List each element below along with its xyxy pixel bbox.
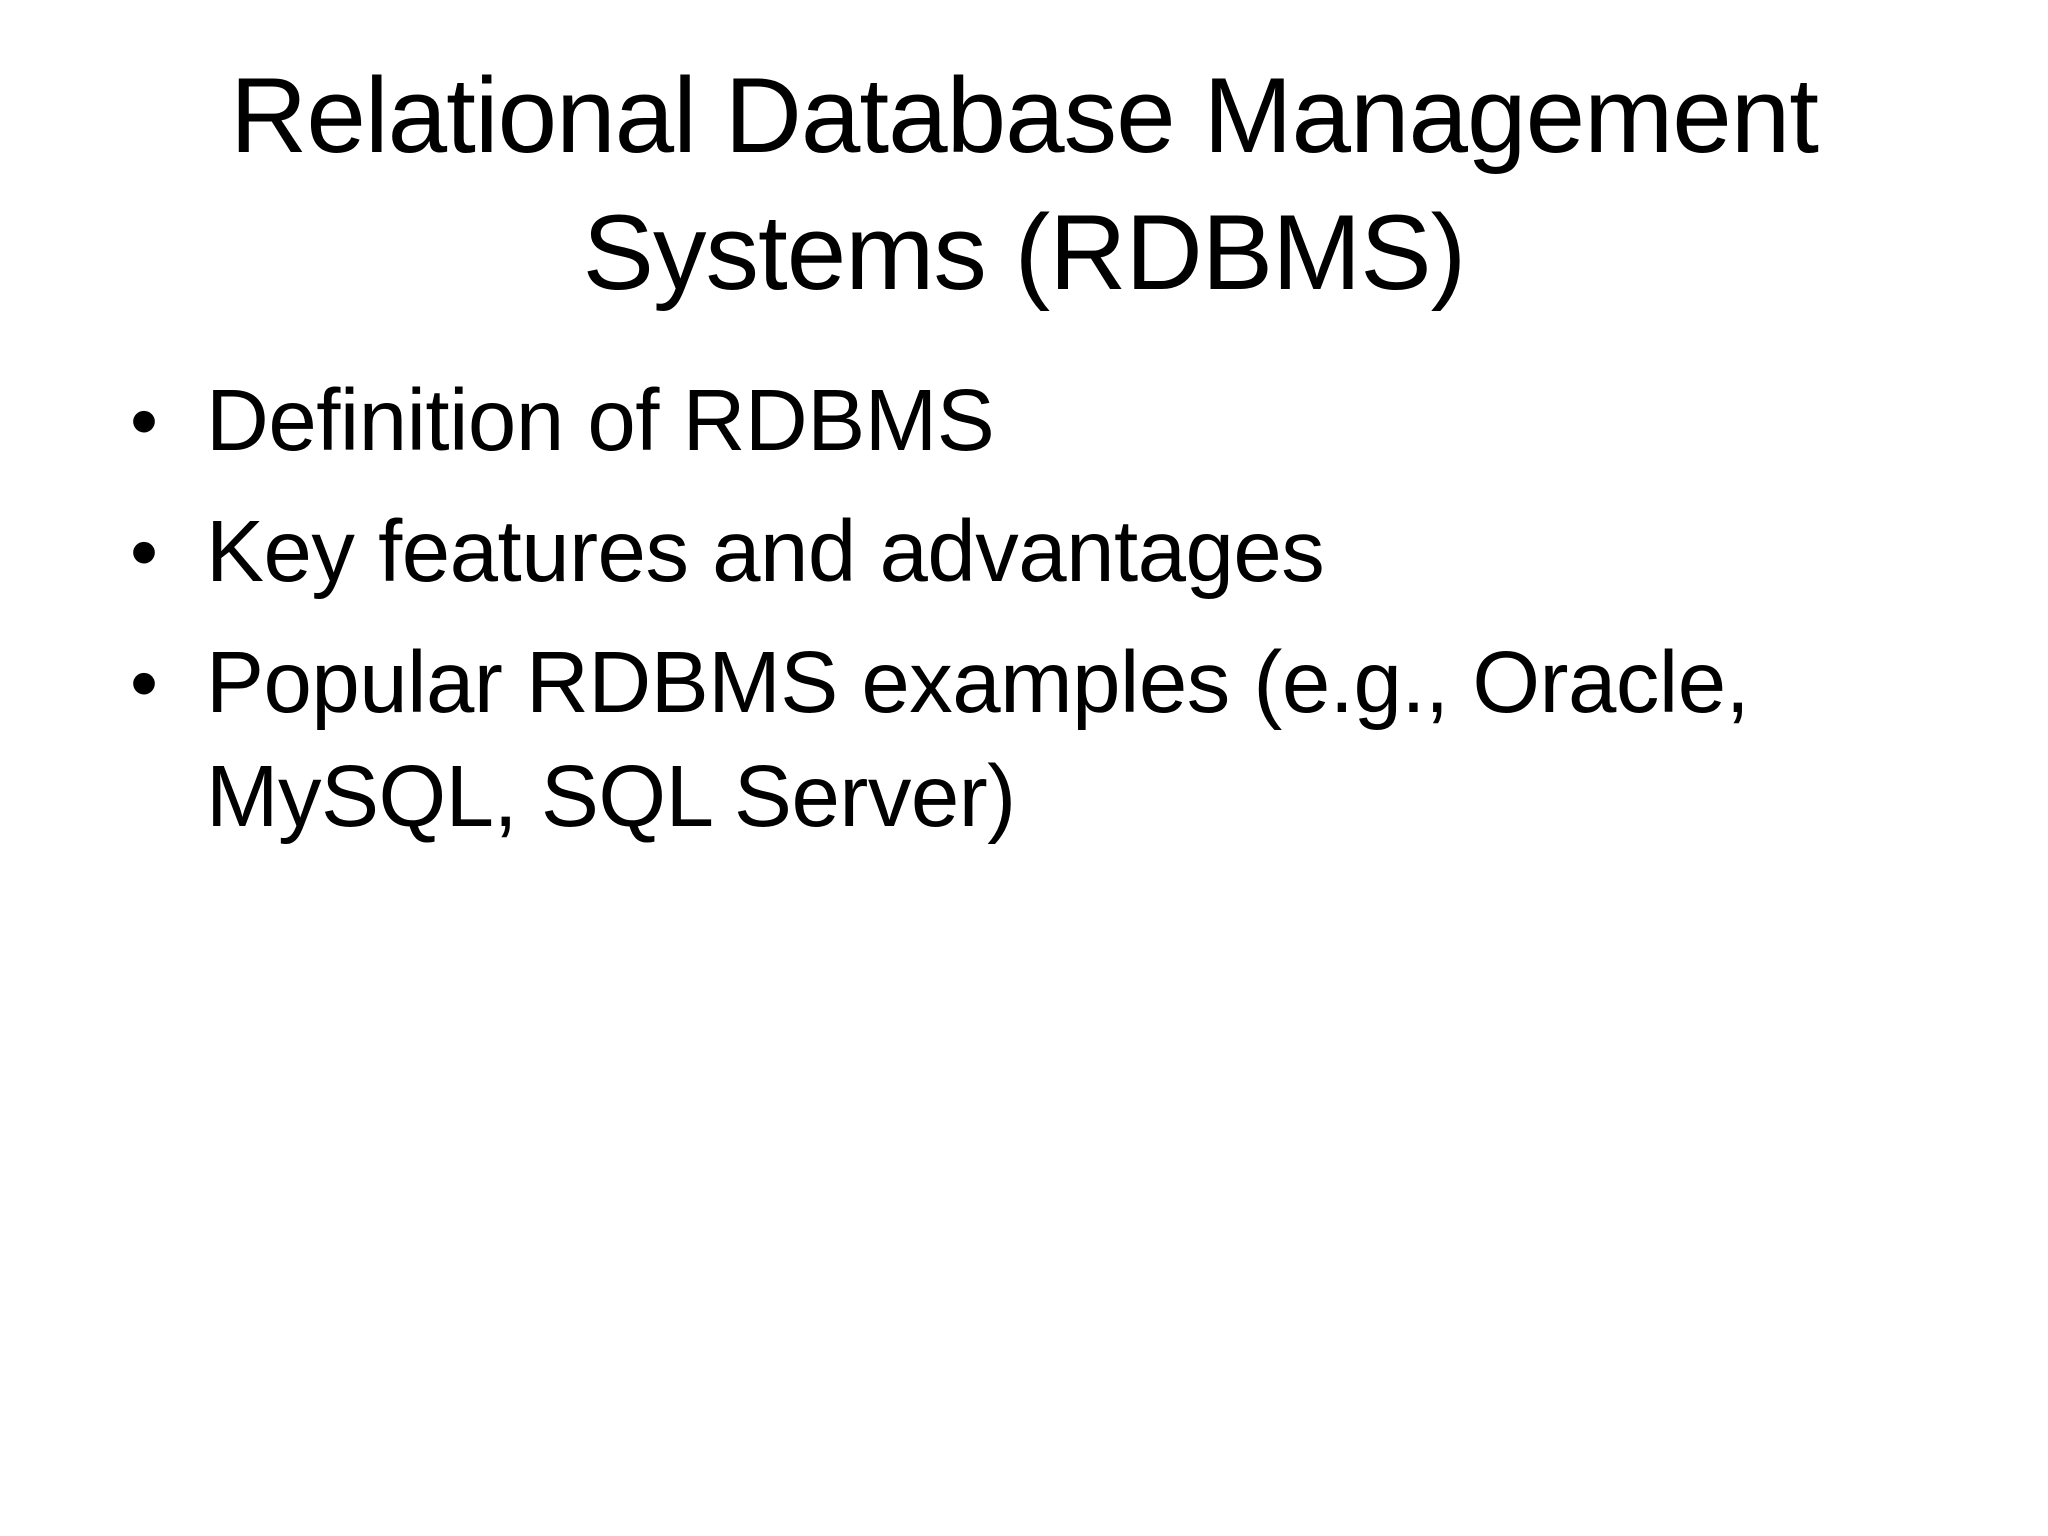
bullet-line: Popular RDBMS examples (e.g., Oracle, bbox=[206, 634, 1750, 731]
bullet-list: • Definition of RDBMS • Key features and… bbox=[130, 364, 1920, 871]
slide-title-line-1: Relational Database Management bbox=[230, 55, 1819, 175]
slide-title: Relational Database Management Systems (… bbox=[0, 47, 2048, 321]
bullet-line: MySQL, SQL Server) bbox=[206, 748, 1016, 845]
bullet-item-key-features: • Key features and advantages bbox=[130, 495, 1920, 609]
bullet-item-popular-examples: • Popular RDBMS examples (e.g., Oracle, … bbox=[130, 626, 1920, 854]
bullet-dot-icon: • bbox=[130, 376, 159, 465]
bullet-text: Key features and advantages bbox=[206, 495, 1920, 609]
bullet-line: Definition of RDBMS bbox=[206, 372, 995, 469]
bullet-text: Popular RDBMS examples (e.g., Oracle, My… bbox=[206, 626, 1920, 854]
bullet-dot-icon: • bbox=[130, 507, 159, 596]
slide-title-line-2: Systems (RDBMS) bbox=[582, 192, 1467, 312]
bullet-line: Key features and advantages bbox=[206, 503, 1325, 600]
bullet-text: Definition of RDBMS bbox=[206, 364, 1920, 478]
bullet-item-definition: • Definition of RDBMS bbox=[130, 364, 1920, 478]
bullet-dot-icon: • bbox=[130, 638, 159, 727]
